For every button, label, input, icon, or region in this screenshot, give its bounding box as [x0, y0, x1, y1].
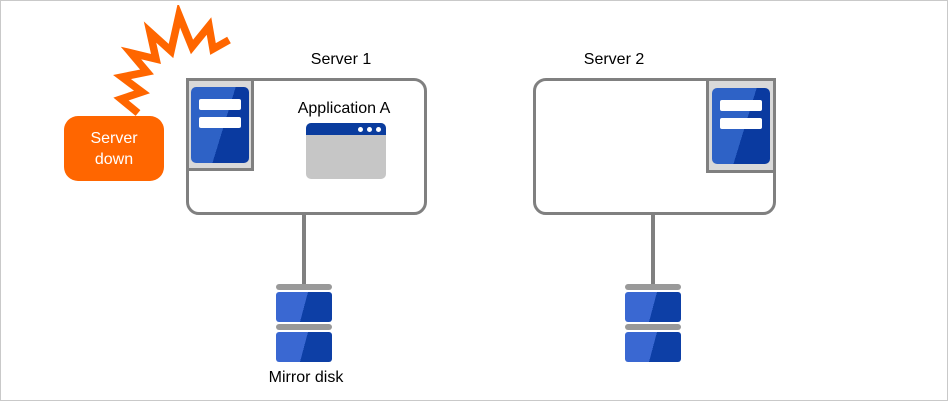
disk-stack-icon [276, 284, 332, 362]
server2-disk-connector [651, 212, 655, 286]
disk-cap [625, 284, 681, 290]
window-dot-icon [367, 126, 372, 132]
server-tower-icon [191, 86, 249, 163]
drive-slot [720, 117, 762, 129]
drive-slot [720, 99, 762, 111]
disk-cap [276, 324, 332, 330]
server1-title: Server 1 [310, 51, 372, 68]
disk-platter [276, 332, 332, 362]
server1-computer-frame [186, 78, 254, 171]
app-window-icon [306, 123, 386, 179]
app-window-titlebar [306, 123, 386, 135]
crash-flash-icon [113, 5, 231, 116]
server2-title: Server 2 [583, 51, 645, 68]
mirror-disk-label: Mirror disk [268, 369, 344, 386]
disk-platter [625, 332, 681, 362]
application-a-label: Application A [297, 100, 391, 117]
disk-cap [276, 284, 332, 290]
server1-disk-connector [302, 212, 306, 286]
disk-platter [625, 292, 681, 322]
disk-cap [625, 324, 681, 330]
server-down-label: Server down [90, 129, 138, 168]
server-down-badge: Server down [64, 116, 164, 181]
server2-computer-frame [706, 78, 776, 173]
window-dot-icon [376, 126, 381, 132]
server-tower-icon [712, 87, 770, 164]
disk-platter [276, 292, 332, 322]
disk-stack-icon [625, 284, 681, 362]
drive-slot [199, 116, 241, 128]
window-dot-icon [358, 126, 363, 132]
drive-slot [199, 98, 241, 110]
